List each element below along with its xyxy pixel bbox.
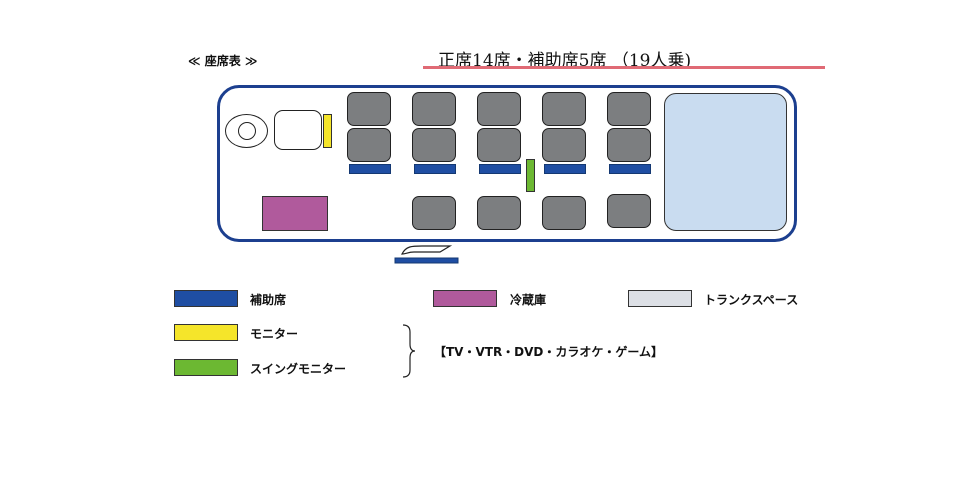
steering-wheel-hub <box>238 122 256 140</box>
equipment-list: 【TV・VTR・DVD・カラオケ・ゲーム】 <box>434 345 664 359</box>
legend-swatch-trunk <box>628 290 692 307</box>
bus-outline <box>217 85 797 242</box>
aux-seat-1 <box>349 164 391 174</box>
seat-14 <box>607 194 651 228</box>
monitor <box>323 114 332 148</box>
title-underline <box>423 66 825 69</box>
legend-swatch-swing-monitor <box>174 359 238 376</box>
aux-seat-2 <box>414 164 456 174</box>
seat-8 <box>542 128 586 162</box>
seat-10 <box>607 128 651 162</box>
seat-4 <box>412 128 456 162</box>
seat-1 <box>347 92 391 126</box>
seat-5 <box>477 92 521 126</box>
aux-seat-5 <box>609 164 651 174</box>
entrance-step-icon <box>394 245 459 264</box>
seat-7 <box>542 92 586 126</box>
swing-monitor <box>526 159 535 192</box>
trunk-space <box>664 93 787 231</box>
legend-label-trunk: トランクスペース <box>704 293 799 307</box>
seat-6 <box>477 128 521 162</box>
steering-wheel-icon <box>225 114 268 148</box>
curly-brace-icon <box>402 324 416 378</box>
aux-seat-3 <box>479 164 521 174</box>
seat-2 <box>347 128 391 162</box>
legend-label-monitor: モニター <box>250 327 299 341</box>
seat-13 <box>542 196 586 230</box>
seat-11 <box>412 196 456 230</box>
fridge <box>262 196 328 231</box>
seat-12 <box>477 196 521 230</box>
legend-swatch-aux-seat <box>174 290 238 307</box>
seat-3 <box>412 92 456 126</box>
driver-seat <box>274 110 322 150</box>
legend-label-fridge: 冷蔵庫 <box>510 293 547 307</box>
legend-swatch-monitor <box>174 324 238 341</box>
seat-9 <box>607 92 651 126</box>
aux-seat-4 <box>544 164 586 174</box>
chart-label: ≪ 座席表 ≫ <box>188 54 258 68</box>
legend-label-swing-monitor: スイングモニター <box>250 362 347 376</box>
legend-label-aux-seat: 補助席 <box>250 293 287 307</box>
legend-swatch-fridge <box>433 290 497 307</box>
